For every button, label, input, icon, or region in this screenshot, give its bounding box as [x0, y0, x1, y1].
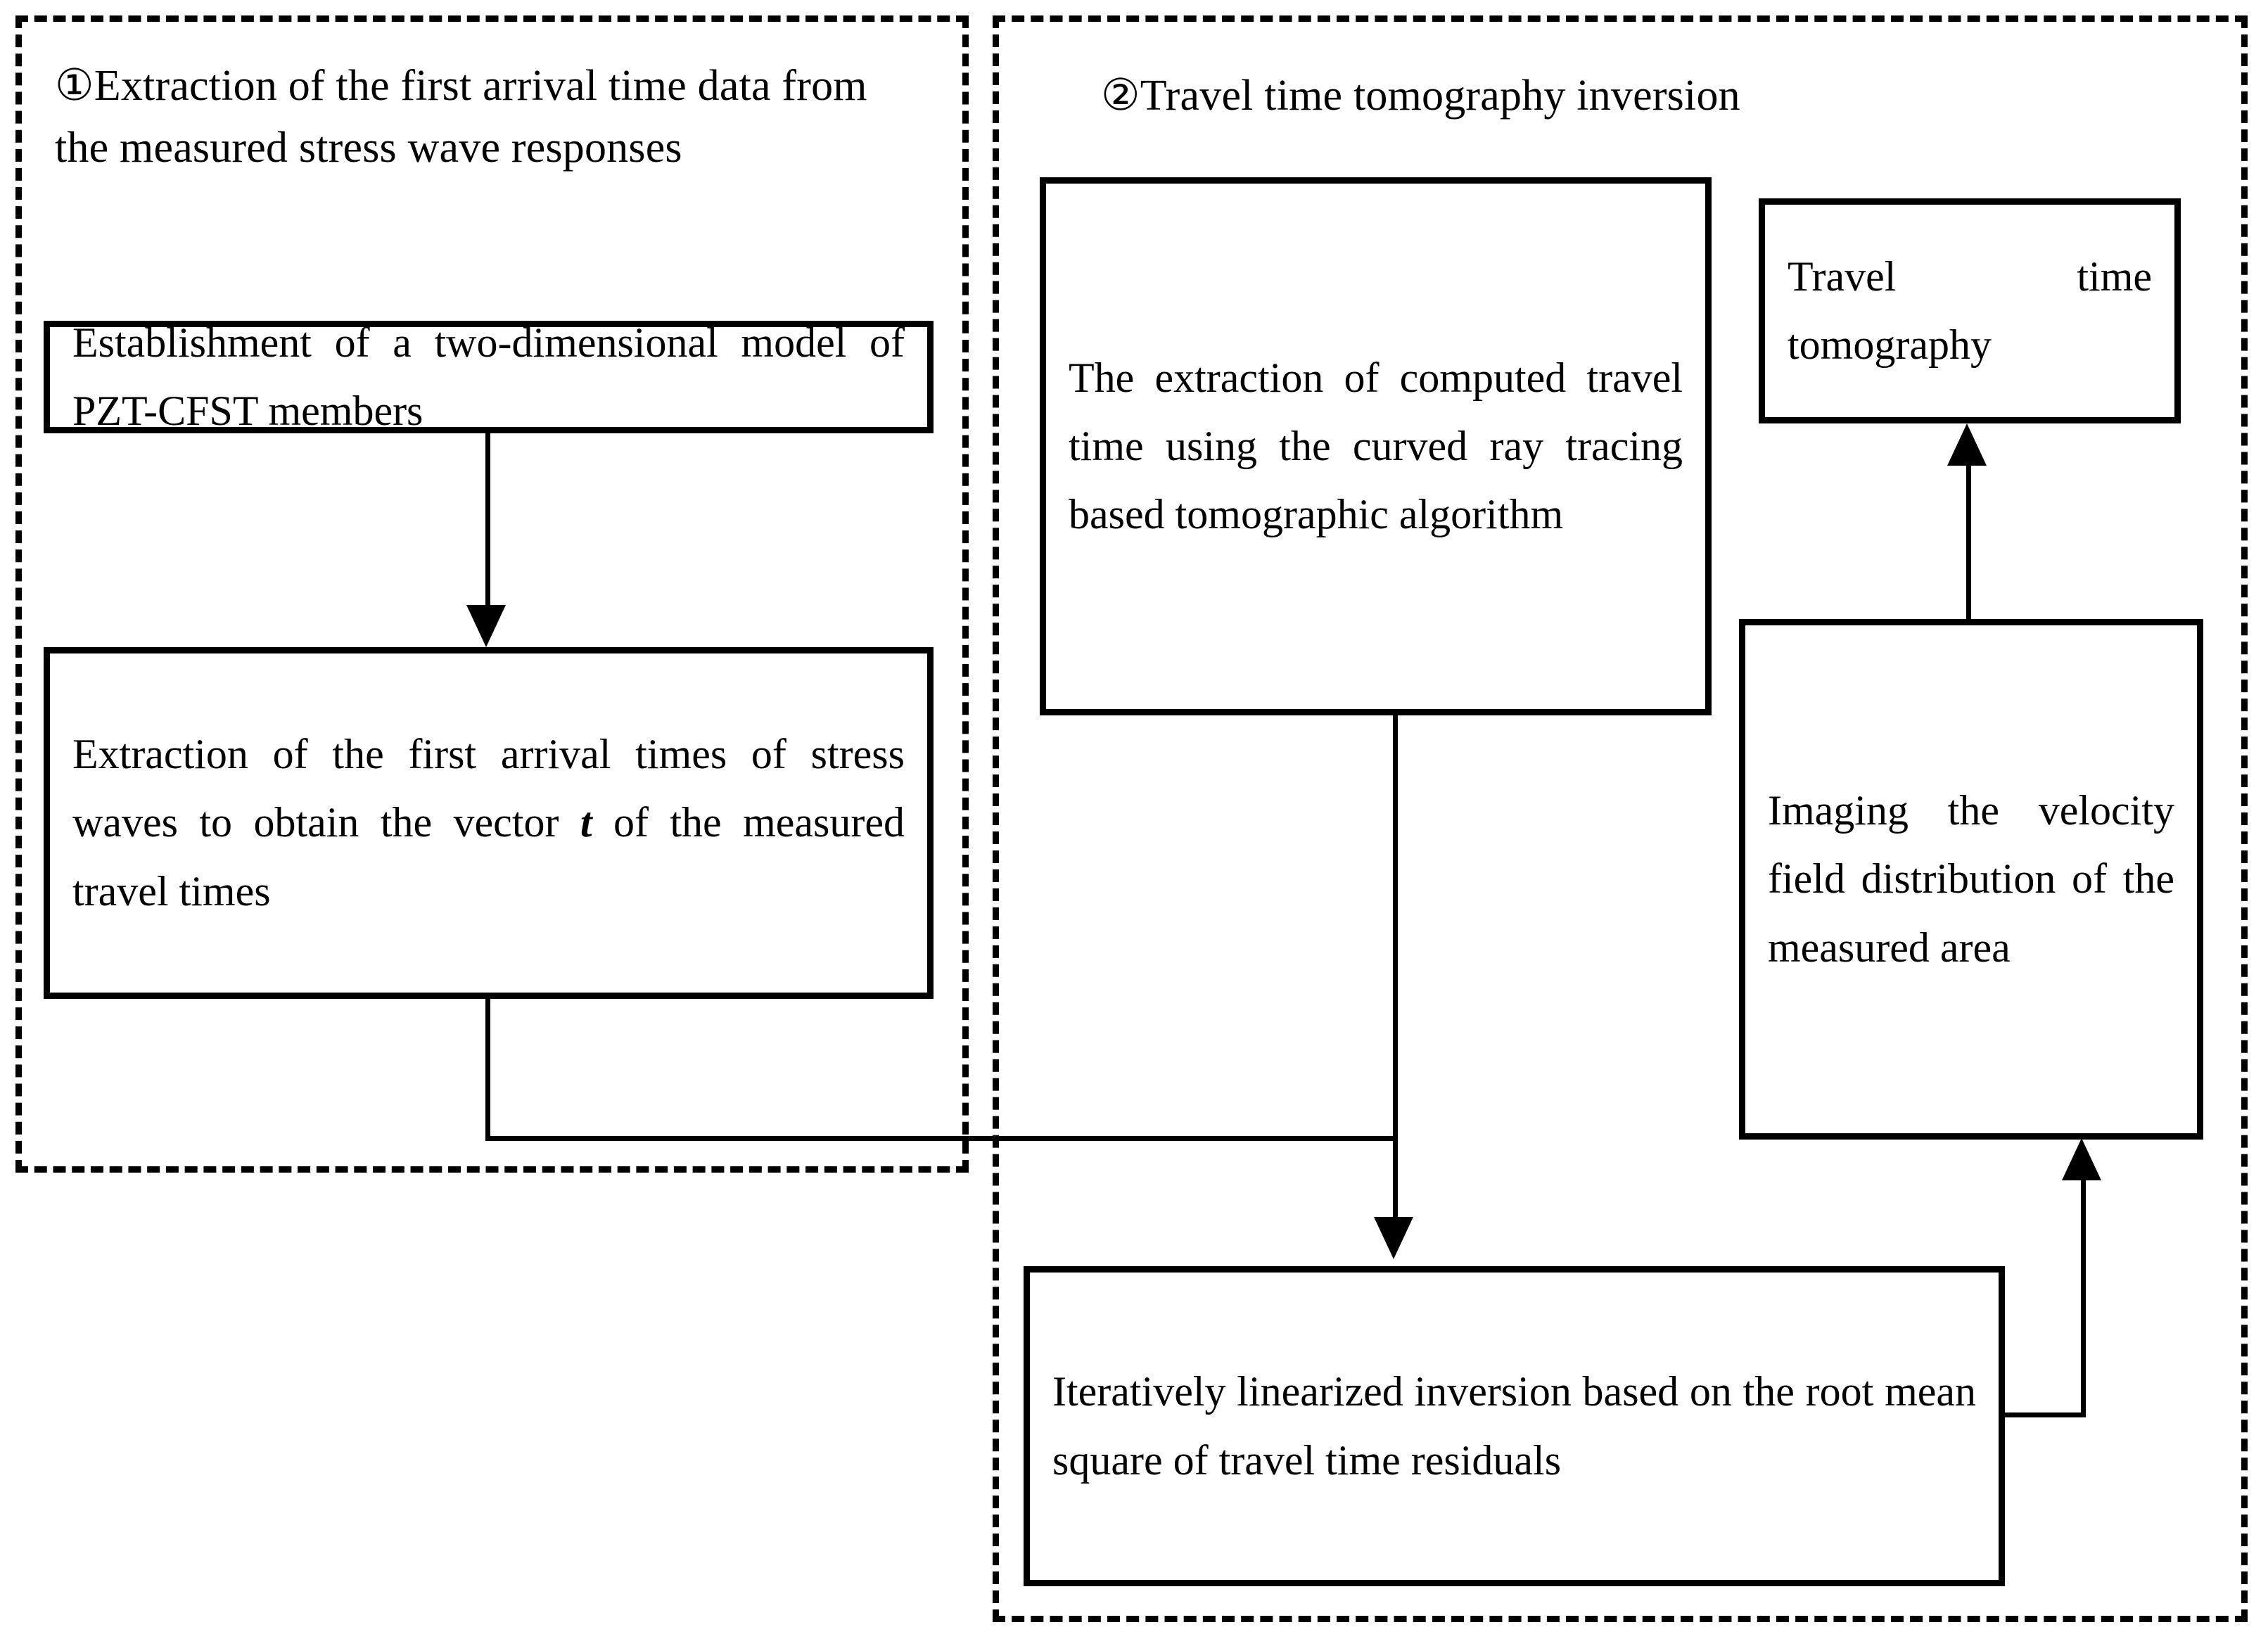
process-box-extraction-vector-symbol: t — [580, 799, 592, 846]
connector-inversion-to-imaging-line — [2081, 1180, 2086, 1417]
process-box-extraction-label-post: of the measured travel times — [72, 799, 905, 914]
connector-model-to-extraction-line — [485, 433, 490, 609]
connector-computed-to-inversion-line — [1393, 1136, 1398, 1220]
process-box-iterative-inversion: Iteratively linearized inversion based o… — [1024, 1266, 2005, 1586]
connector-imaging-to-tomography-line — [1966, 466, 1971, 622]
connector-inversion-to-imaging-arrowhead — [2062, 1138, 2101, 1180]
process-box-extraction-label: Extraction of the first arrival times of… — [50, 720, 927, 926]
process-box-imaging-velocity-field-label: Imaging the velocity field distribution … — [1768, 787, 2174, 971]
connector-inversion-across-line — [2001, 1412, 2086, 1417]
process-box-model-label: Establishment of a two-dimensional model… — [72, 319, 905, 434]
process-box-computed-travel-time-label: The extraction of computed travel time u… — [1069, 354, 1683, 538]
process-box-travel-time-tomography: Travel time tomography — [1759, 198, 2181, 423]
process-box-extraction: Extraction of the first arrival times of… — [44, 647, 934, 999]
panel-caption-extraction: ①Extraction of the first arrival time da… — [55, 62, 867, 172]
connector-computed-to-inversion-arrowhead — [1374, 1217, 1413, 1259]
process-box-extraction-label-pre: Extraction of the first arrival times of… — [72, 731, 905, 846]
process-box-model: Establishment of a two-dimensional model… — [44, 319, 934, 434]
connector-computed-down-line — [1393, 715, 1398, 1141]
process-box-iterative-inversion-label: Iteratively linearized inversion based o… — [1052, 1368, 1976, 1484]
connector-model-to-extraction-arrowhead — [466, 605, 506, 647]
panel-caption-inversion: ②Travel time tomography inversion — [1101, 72, 1740, 120]
connector-extraction-across-line — [485, 1136, 1395, 1141]
connector-extraction-down-line — [485, 999, 490, 1141]
group-panel-inversion — [993, 15, 2248, 1622]
process-box-travel-time-tomography-label: Travel time tomography — [1788, 253, 2152, 368]
process-box-imaging-velocity-field: Imaging the velocity field distribution … — [1739, 619, 2203, 1140]
process-box-computed-travel-time: The extraction of computed travel time u… — [1040, 177, 1712, 715]
group-panel-extraction — [15, 15, 969, 1173]
connector-imaging-to-tomography-arrowhead — [1947, 423, 1987, 466]
